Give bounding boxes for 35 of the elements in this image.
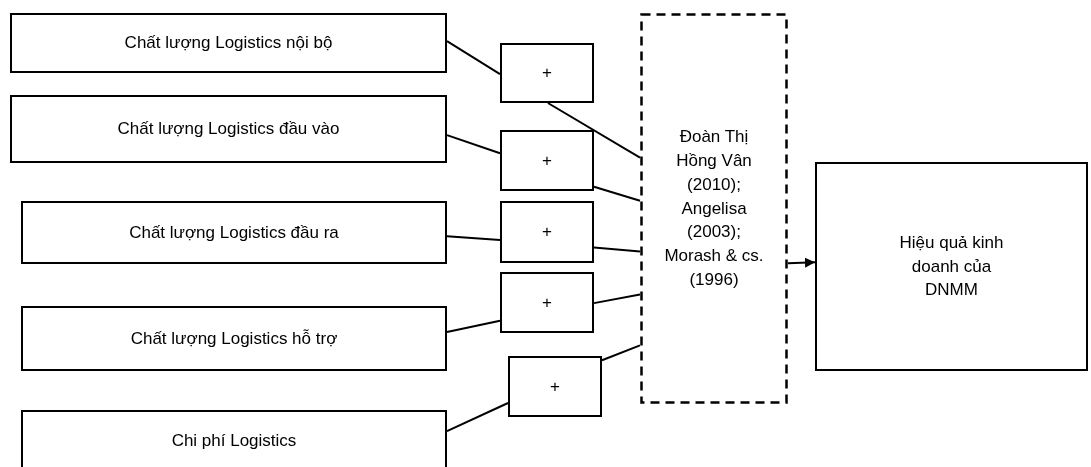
connector-line [593, 293, 641, 305]
plus-box [500, 130, 594, 191]
connector-line [446, 235, 501, 242]
node-label: Chi phí Logistics [171, 430, 297, 453]
plus-sign: + [542, 149, 552, 172]
plus-sign: + [550, 375, 560, 398]
plus-sign: + [542, 62, 552, 85]
factor-box [21, 201, 447, 264]
node-label: Chất lượng Logistics nội bộ [124, 32, 333, 55]
source-box [640, 13, 788, 404]
plus-sign: + [542, 291, 552, 314]
factor-box [10, 13, 447, 73]
node-label: Hiệu quả kinh doanh của DNMM [898, 231, 1005, 302]
outcome-box [815, 162, 1088, 371]
plus-box [500, 272, 594, 333]
factor-box [21, 410, 447, 467]
node-label: Chất lượng Logistics đầu vào [117, 118, 340, 141]
connector-line [446, 134, 501, 155]
factor-box [10, 95, 447, 163]
plus-box [500, 201, 594, 263]
connector-line [593, 246, 641, 253]
node-label: Chất lượng Logistics đầu ra [129, 221, 339, 244]
plus-box [508, 356, 602, 417]
connector-line [546, 102, 641, 159]
connector-line [446, 40, 501, 76]
factor-box [21, 306, 447, 371]
connector-line [446, 319, 501, 333]
arrow [787, 257, 816, 268]
connector-line [601, 344, 641, 362]
plus-box [500, 43, 594, 103]
node-label: Đoàn Thị Hồng Vân (2010); Angelisa (2003); Morash & cs. (1996) [664, 126, 764, 291]
plus-sign: + [542, 221, 552, 244]
node-label: Chất lượng Logistics hỗ trợ [130, 327, 338, 350]
connector-line [593, 185, 641, 202]
connector-line [446, 401, 509, 433]
